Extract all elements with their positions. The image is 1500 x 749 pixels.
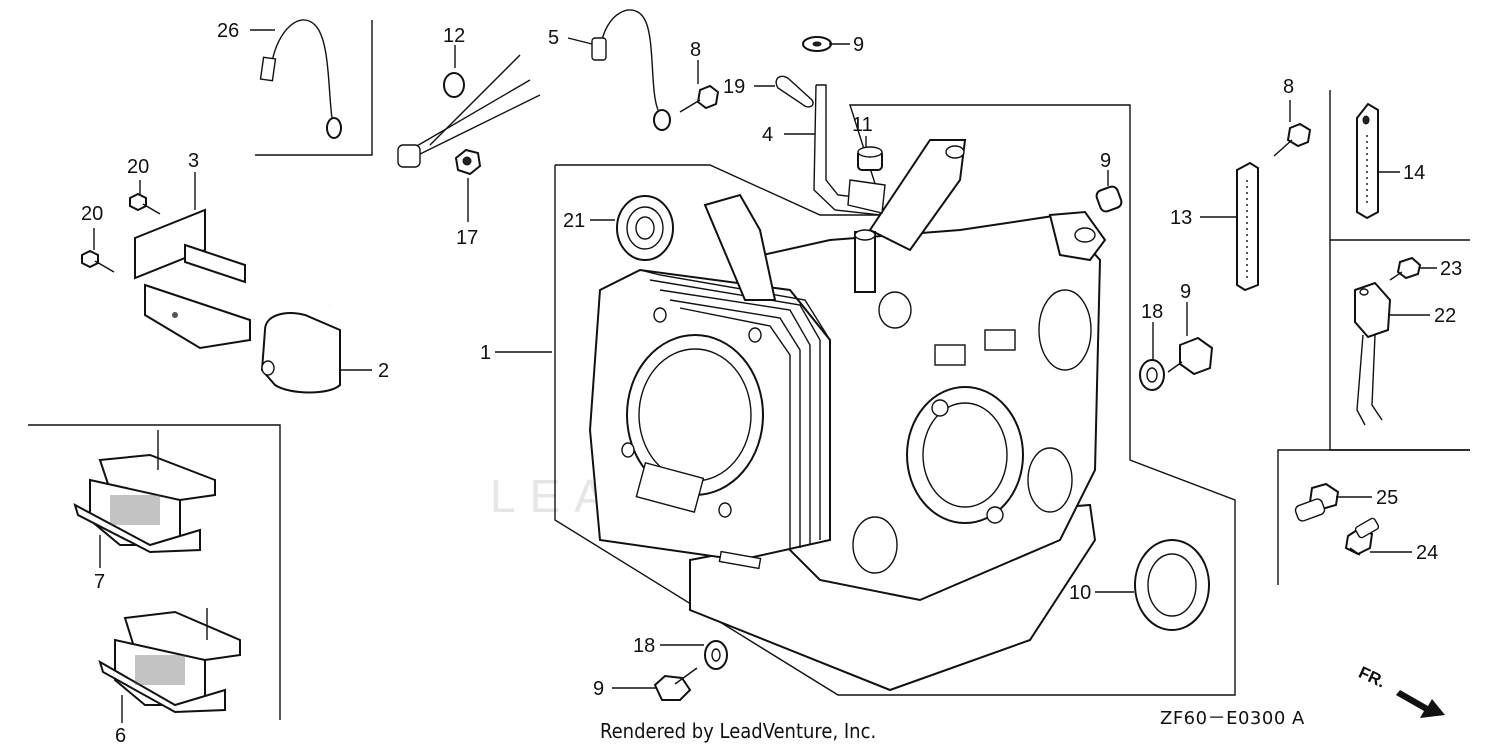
bearing-21 — [616, 195, 674, 261]
callout-11: 9 — [1100, 150, 1111, 172]
mount-7 — [73, 430, 216, 554]
diagram-code: ZF60－E0300 A — [1160, 708, 1305, 729]
callout-8b: 8 — [1283, 76, 1294, 98]
callout-8a: 8 — [690, 39, 701, 61]
front-arrow-icon — [1396, 690, 1445, 718]
callout-3: 3 — [188, 150, 199, 172]
bracket-3 — [134, 208, 251, 350]
callout-nine-right: 9 — [1180, 281, 1191, 303]
mount-6 — [98, 608, 241, 714]
callout-13: 11 — [852, 114, 873, 136]
fitting-25 — [1294, 482, 1340, 522]
bolt-9a — [1167, 336, 1214, 376]
screw-23 — [1389, 256, 1422, 281]
callout-22: 22 — [1434, 305, 1456, 327]
screw-20a — [129, 192, 161, 215]
callout-20b: 20 — [81, 203, 103, 225]
leader-lines — [93, 29, 1437, 723]
callout-4: 4 — [762, 124, 773, 146]
oil-seal-12 — [1134, 539, 1210, 631]
cylinder-block-1 — [588, 139, 1107, 692]
bolt-8a — [679, 84, 720, 113]
callout-18a: 18 — [1141, 301, 1163, 323]
washer-14 — [443, 72, 465, 98]
callout-24: 24 — [1416, 542, 1438, 564]
plate-15 — [1236, 161, 1259, 292]
group-frames — [28, 20, 1470, 720]
callout-5: 5 — [548, 27, 559, 49]
ignition-coil-2 — [260, 54, 541, 394]
bolt-9b — [653, 667, 698, 701]
callout-17: 17 — [456, 227, 478, 249]
callout-10: 9 — [853, 34, 864, 56]
level-rod-4 — [813, 84, 886, 216]
fitting-24 — [1344, 517, 1380, 556]
callout-7: 7 — [94, 571, 105, 593]
callout-21: 21 — [563, 210, 585, 232]
cap-11 — [1095, 185, 1123, 213]
washer-18a — [1139, 359, 1165, 391]
callout-2: 2 — [378, 360, 389, 382]
bolt-8b — [1273, 122, 1312, 157]
callout-25: 25 — [1376, 487, 1398, 509]
render-caption: Rendered by LeadVenture, Inc. — [600, 719, 876, 743]
screw-20b — [81, 249, 115, 273]
callout-1: 1 — [480, 342, 491, 364]
callout-14: 12 — [443, 25, 465, 47]
callout-16: 14 — [1403, 162, 1425, 184]
grommet-13 — [857, 146, 883, 171]
callout-6: 6 — [115, 725, 126, 747]
nut-17 — [454, 148, 482, 176]
callout-9b: 9 — [593, 678, 604, 700]
callout-19: 19 — [723, 76, 745, 98]
callout-12: 10 — [1069, 582, 1091, 604]
oil-alert-unit-22 — [1354, 281, 1392, 426]
plate-16 — [1356, 102, 1379, 220]
clip-19 — [775, 75, 814, 108]
callout-15: 13 — [1170, 207, 1192, 229]
ground-wire-26 — [259, 19, 342, 139]
front-indicator-label: FR. — [1356, 663, 1389, 692]
washer-18b — [704, 640, 728, 670]
callout-18b: 18 — [633, 635, 655, 657]
callout-26: 26 — [217, 20, 239, 42]
callout-labels: 26 12 5 8 9 19 4 11 9 21 17 20 3 20 1 2 … — [81, 20, 1462, 747]
callout-23: 23 — [1440, 258, 1462, 280]
wire-5 — [591, 9, 671, 131]
callout-20a: 20 — [127, 156, 149, 178]
